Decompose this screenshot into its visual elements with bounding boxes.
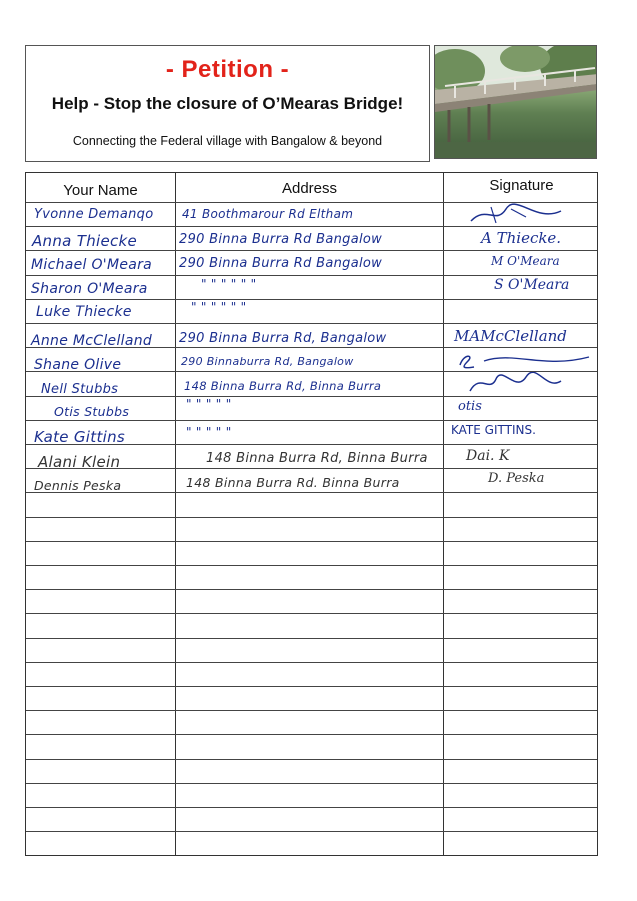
table-row-line [26,275,597,276]
table-row-line [26,831,597,832]
table-row-line [26,299,597,300]
table-row-line [26,371,597,372]
table-row-line [26,347,597,348]
table-row-signature: MAMcClelland [454,327,567,345]
bridge-photo-illustration [435,46,596,158]
column-header-address: Address [281,180,338,197]
table-row-signature: KATE GITTINS. [451,423,536,437]
table-row-address: 41 Boothmarour Rd Eltham [182,207,354,221]
table-row-name: Luke Thiecke [36,304,132,320]
table-row-line [26,686,597,687]
signature-table: Your Name Address Signature Yvonne Deman… [25,172,598,856]
table-row-address: 290 Binnaburra Rd, Bangalow [181,355,354,368]
table-row-name: Nell Stubbs [41,382,119,397]
table-row-line [26,662,597,663]
signature-scribble [470,203,562,224]
table-row-name: Anna Thiecke [32,232,138,250]
table-row-line [26,517,597,518]
table-row-line [26,613,597,614]
table-row-signature: A Thiecke. [481,229,562,247]
table-row-address: " " " " " [186,425,232,439]
table-row-address: 148 Binna Burra Rd. Binna Burra [186,475,400,490]
table-row-line [26,492,597,493]
table-row-name: Dennis Peska [34,478,122,493]
column-header-name: Your Name [63,182,138,199]
table-row-signature: S O'Meara [494,277,570,293]
table-row-line [26,250,597,251]
table-row-line [26,734,597,735]
table-row-name: Anne McClelland [31,333,153,349]
table-row-line [26,420,597,421]
table-row-address: 290 Binna Burra Rd Bangalow [179,232,383,247]
table-row-name: Yvonne Demanqo [34,207,154,222]
table-row-signature: M O'Meara [491,254,560,268]
table-row-name: Michael O'Meara [31,257,153,273]
table-row-address: 148 Binna Burra Rd, Binna Burra [184,379,382,393]
petition-tagline: Connecting the Federal village with Bang… [72,134,383,148]
table-row-line [26,202,597,203]
table-row-name: Sharon O'Meara [31,281,148,297]
table-row-name: Shane Olive [34,357,122,373]
table-row-line [26,444,597,445]
table-row-line [26,226,597,227]
table-row-address: " " " " " [186,397,232,411]
table-row-name: Alani Klein [38,453,121,471]
table-row-signature: D. Peska [488,471,545,486]
column-divider [443,173,444,855]
table-row-line [26,396,597,397]
table-row-line [26,759,597,760]
table-row-line [26,541,597,542]
table-row-address: 148 Binna Burra Rd, Binna Burra [206,451,428,466]
table-row-signature: Dai. K [466,448,510,464]
table-row-line [26,589,597,590]
table-row-line [26,807,597,808]
table-row-address: " " " " " " [201,277,257,291]
table-row-name: Kate Gittins [34,428,126,446]
column-divider [175,173,176,855]
signature-scribble [469,371,562,392]
table-row-line [26,565,597,566]
table-row-address: 290 Binna Burra Rd, Bangalow [179,331,387,346]
table-row-name: Otis Stubbs [54,404,130,419]
table-row-line [26,783,597,784]
petition-subtitle: Help - Stop the closure of O’Mearas Brid… [51,94,404,113]
column-header-signature: Signature [489,177,554,194]
petition-title: - Petition - [165,56,290,83]
bridge-photo [434,45,597,159]
table-row-address: 290 Binna Burra Rd Bangalow [179,256,383,271]
table-row-line [26,323,597,324]
petition-header: - Petition - Help - Stop the closure of … [25,45,430,162]
table-row-line [26,638,597,639]
table-row-signature: otis [458,399,482,414]
table-row-address: " " " " " " [191,300,247,314]
table-row-line [26,710,597,711]
signature-scribble [459,355,590,369]
table-row-line [26,468,597,469]
